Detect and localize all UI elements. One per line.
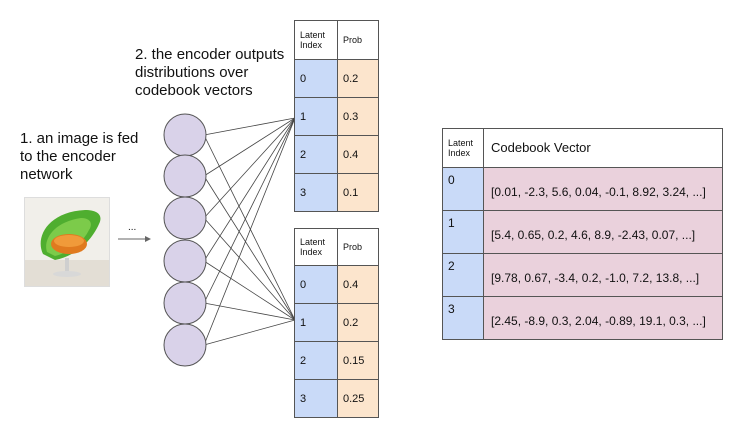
table-row: 2 0.4 bbox=[294, 135, 379, 174]
latent-index-cell: 1 bbox=[442, 210, 484, 254]
latent-prob-table-a: Latent Index Prob 0 0.2 1 0.3 2 0.4 3 0.… bbox=[294, 20, 379, 212]
prob-cell: 0.15 bbox=[337, 341, 379, 380]
latent-index-cell: 2 bbox=[442, 253, 484, 297]
prob-cell: 0.4 bbox=[337, 265, 379, 304]
prob-cell: 0.2 bbox=[337, 59, 379, 98]
codebook-vector-cell: [9.78, 0.67, -3.4, 0.2, -1.0, 7.2, 13.8,… bbox=[483, 253, 723, 297]
prob-cell: 0.4 bbox=[337, 135, 379, 174]
caption-step2: 2. the encoder outputs distributions ove… bbox=[135, 46, 285, 99]
latent-index-cell: 1 bbox=[294, 303, 338, 342]
codebook-table: Latent Index Codebook Vector 0 [0.01, -2… bbox=[442, 128, 723, 340]
latent-index-cell: 1 bbox=[294, 97, 338, 136]
latent-index-cell: 2 bbox=[294, 135, 338, 174]
table-row: 0 0.4 bbox=[294, 265, 379, 304]
network-nodes bbox=[163, 113, 207, 367]
network-node bbox=[163, 323, 207, 367]
prob-cell: 0.2 bbox=[337, 303, 379, 342]
connection-line bbox=[203, 260, 296, 321]
connection-line bbox=[203, 175, 296, 321]
table-row: 1 0.3 bbox=[294, 97, 379, 136]
connection-line bbox=[203, 117, 296, 304]
latent-index-cell: 0 bbox=[294, 59, 338, 98]
header-latent-index: Latent Index bbox=[294, 20, 338, 60]
table-row: 1 [5.4, 0.65, 0.2, 4.6, 8.9, -2.43, 0.07… bbox=[442, 210, 723, 254]
latent-index-cell: 0 bbox=[294, 265, 338, 304]
chair-icon bbox=[25, 198, 109, 286]
network-connections bbox=[203, 117, 296, 346]
latent-index-cell: 3 bbox=[294, 173, 338, 212]
codebook-vector-cell: [5.4, 0.65, 0.2, 4.6, 8.9, -2.43, 0.07, … bbox=[483, 210, 723, 254]
latent-index-cell: 3 bbox=[442, 296, 484, 340]
table-row: 3 0.25 bbox=[294, 379, 379, 418]
network-node bbox=[163, 113, 207, 157]
connection-line bbox=[203, 134, 296, 321]
header-latent-index: Latent Index bbox=[294, 228, 338, 266]
latent-index-cell: 3 bbox=[294, 379, 338, 418]
ellipsis-label: ... bbox=[128, 222, 137, 233]
header-prob: Prob bbox=[337, 20, 379, 60]
connection-line bbox=[203, 302, 296, 321]
latent-prob-table-b: Latent Index Prob 0 0.4 1 0.2 2 0.15 3 0… bbox=[294, 228, 379, 418]
prob-cell: 0.25 bbox=[337, 379, 379, 418]
latent-index-cell: 2 bbox=[294, 341, 338, 380]
codebook-vector-cell: [2.45, -8.9, 0.3, 2.04, -0.89, 19.1, 0.3… bbox=[483, 296, 723, 340]
table-row: 3 [2.45, -8.9, 0.3, 2.04, -0.89, 19.1, 0… bbox=[442, 296, 723, 340]
prob-cell: 0.3 bbox=[337, 97, 379, 136]
table-row: 3 0.1 bbox=[294, 173, 379, 212]
table-row: 0 0.2 bbox=[294, 59, 379, 98]
header-latent-index: Latent Index bbox=[442, 128, 484, 168]
connection-line bbox=[203, 319, 296, 346]
network-node bbox=[163, 239, 207, 283]
network-node bbox=[163, 154, 207, 198]
header-codebook-vector: Codebook Vector bbox=[483, 128, 723, 168]
latent-index-cell: 0 bbox=[442, 167, 484, 211]
connection-line bbox=[203, 117, 296, 177]
prob-cell: 0.1 bbox=[337, 173, 379, 212]
network-node bbox=[163, 196, 207, 240]
connection-line bbox=[203, 217, 296, 321]
connection-line bbox=[203, 117, 296, 262]
input-arrow bbox=[118, 236, 151, 242]
connection-line bbox=[203, 117, 296, 219]
header-prob: Prob bbox=[337, 228, 379, 266]
caption-step1: 1. an image is fed to the encoder networ… bbox=[20, 130, 139, 183]
table-row: 1 0.2 bbox=[294, 303, 379, 342]
input-image bbox=[24, 197, 110, 287]
table-row: 0 [0.01, -2.3, 5.6, 0.04, -0.1, 8.92, 3.… bbox=[442, 167, 723, 211]
network-node bbox=[163, 281, 207, 325]
connection-line bbox=[203, 117, 296, 346]
table-row: 2 0.15 bbox=[294, 341, 379, 380]
table-row: 2 [9.78, 0.67, -3.4, 0.2, -1.0, 7.2, 13.… bbox=[442, 253, 723, 297]
codebook-vector-cell: [0.01, -2.3, 5.6, 0.04, -0.1, 8.92, 3.24… bbox=[483, 167, 723, 211]
connection-line bbox=[203, 117, 296, 136]
